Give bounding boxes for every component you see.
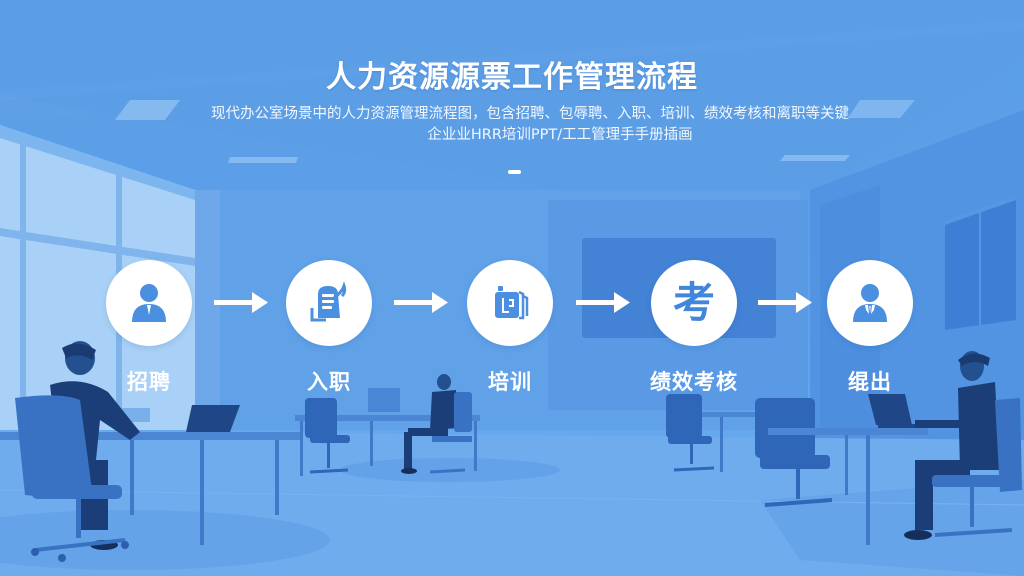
step-label: 培训: [488, 370, 532, 394]
flow-step-onboarding[interactable]: 入职: [269, 260, 389, 396]
flow-step-recruitment[interactable]: 招聘: [89, 260, 209, 396]
document-sign-icon: [310, 281, 347, 322]
step-circle: [827, 260, 913, 346]
arrow-right-icon: [758, 292, 812, 313]
person-tie-icon: [132, 284, 166, 322]
step-circle: 考: [651, 260, 737, 346]
step-label: 绩效考核: [650, 370, 738, 394]
step-label: 绲出: [848, 370, 892, 394]
step-label: 招聘: [127, 370, 171, 394]
arrow-right-icon: [214, 292, 268, 313]
flow-step-exit[interactable]: 绲出: [810, 260, 930, 396]
arrow-right-icon: [576, 292, 630, 313]
step-circle: [467, 260, 553, 346]
step-label: 入职: [307, 370, 351, 394]
person-suit-icon: [853, 284, 887, 322]
arrow-right-icon: [394, 292, 448, 313]
title-divider: [508, 170, 521, 174]
step-circle: [286, 260, 372, 346]
page-subtitle: 现代办公室场景中的人力资源管理流程图，包含招聘、包辱聘、入职、培训、绩效考核和离…: [0, 104, 1024, 146]
flow-step-performance-review[interactable]: 考 绩效考核: [634, 260, 754, 396]
subtitle-line-2: 企业业HRR培训PPT/工工管理手手册插画: [427, 127, 693, 143]
subtitle-line-1: 现代办公室场景中的人力资源管理流程图，包含招聘、包辱聘、入职、培训、绩效考核和离…: [211, 106, 849, 122]
flow-step-training[interactable]: 培训: [450, 260, 570, 396]
page-title: 人力资源源票工作管理流程: [326, 60, 698, 95]
step-circle: [106, 260, 192, 346]
training-cards-icon: [495, 286, 529, 320]
kao-character-icon: 考: [672, 278, 715, 327]
